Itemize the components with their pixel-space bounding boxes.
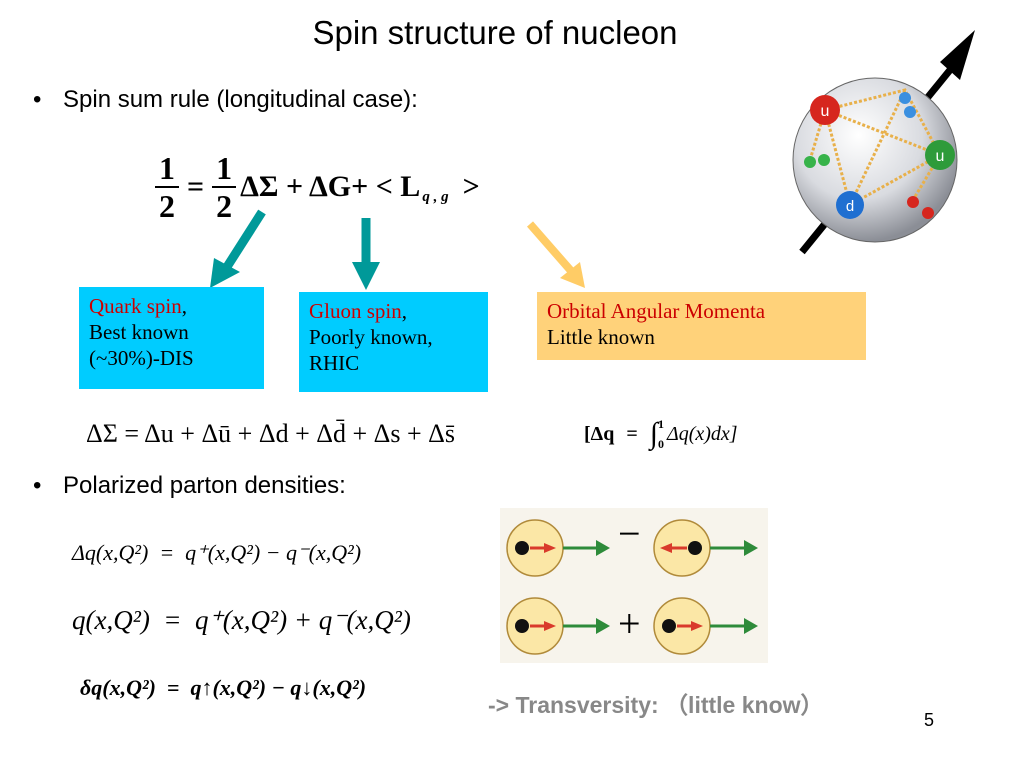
arrow-to-gluon: [352, 218, 380, 290]
fraction-numerator: 1: [155, 150, 179, 188]
equals-sign: =: [187, 170, 205, 203]
orbital-status: Little known: [547, 325, 655, 349]
lower-limit: 0: [657, 437, 664, 451]
gluon-spin-label: Gluon spin: [309, 299, 402, 323]
arrow-to-quark: [210, 209, 266, 288]
integrand: Δq(x)dx]: [666, 422, 738, 445]
fraction-denominator: 2: [216, 188, 233, 224]
transversity-note: -> Transversity: （little know）: [488, 692, 824, 718]
helicity-diagrams: [506, 519, 758, 655]
fraction-denominator: 2: [159, 188, 175, 224]
arrow-to-orbital: [526, 221, 585, 288]
quark-d-blue: d: [836, 191, 864, 219]
bullet-dot: •: [33, 86, 42, 113]
quark-status: Best known: [89, 320, 189, 344]
bullet-text: Polarized parton densities:: [63, 472, 346, 499]
quark-spin-box: Quark spin, Best known (~30%)-DIS: [79, 287, 264, 389]
bullet-dot: •: [33, 472, 42, 499]
quark-label: u: [936, 148, 945, 165]
integral-sign: ∫: [649, 417, 658, 450]
minus-sign: −: [618, 511, 641, 556]
quark-spin-label: Quark spin: [89, 294, 182, 318]
delta-q-equation: Δq(x,Q²) = q⁺(x,Q²) − q⁻(x,Q²): [72, 540, 362, 565]
spin-sum-equation: 1 2 = 1 2 ΔΣ + ΔG+ < L q , g >: [155, 142, 480, 232]
quark-u-green: u: [925, 140, 955, 170]
delta-q-definition: [Δq = ∫ 1 0 Δq(x)dx]: [584, 412, 738, 456]
quark-u-red: u: [810, 95, 840, 125]
gluon-source: RHIC: [309, 351, 360, 375]
slide-title: Spin structure of nucleon: [312, 14, 678, 51]
orbital-label: Orbital Angular Momenta: [547, 299, 766, 323]
fraction-numerator: 1: [212, 150, 237, 188]
quark-source: (~30%)-DIS: [89, 346, 194, 370]
quark-label: u: [821, 103, 830, 120]
comma: ,: [401, 299, 408, 323]
sea-quarks: [804, 92, 934, 219]
angle-close: >: [462, 170, 480, 203]
integral-limits: 1 0: [658, 414, 664, 454]
gluon-status: Poorly known,: [309, 325, 433, 349]
delta-q-open: [Δq: [584, 422, 615, 445]
gluon-spin-box: Gluon spin, Poorly known, RHIC: [299, 292, 488, 392]
q-equation: q(x,Q²) = q⁺(x,Q²) + q⁻(x,Q²): [72, 605, 411, 635]
page-number: 5: [924, 710, 935, 730]
equals-sign: =: [626, 422, 638, 445]
upper-limit: 1: [657, 417, 664, 431]
orbital-momenta-box: Orbital Angular Momenta Little known: [537, 292, 866, 360]
bullet-spin-sum-rule: • Spin sum rule (longitudinal case):: [33, 86, 418, 114]
quark-label: d: [846, 198, 854, 215]
nucleon-illustration: u u d: [792, 30, 975, 255]
helicity-panel: − +: [500, 508, 768, 663]
fraction-rhs: 1 2: [212, 150, 237, 224]
sum-terms: ΔΣ + ΔG+ < L: [240, 170, 421, 203]
spin-arrowhead: [940, 30, 975, 80]
plus-sign: +: [618, 601, 641, 646]
bullet-text: Spin sum rule (longitudinal case):: [63, 86, 418, 113]
delta-sigma-equation: ΔΣ = Δu + Δū + Δd + Δd̄ + Δs + Δs̄: [86, 419, 455, 448]
bullet-polarized-densities: • Polarized parton densities:: [33, 472, 346, 500]
fraction-lhs: 1 2: [155, 150, 179, 224]
transversity-equation: δq(x,Q²) = q↑(x,Q²) − q↓(x,Q²): [80, 675, 367, 700]
row-minus: [506, 519, 758, 577]
l-subscript: q , g: [422, 188, 449, 205]
row-plus: [506, 597, 758, 655]
comma: ,: [181, 294, 187, 318]
